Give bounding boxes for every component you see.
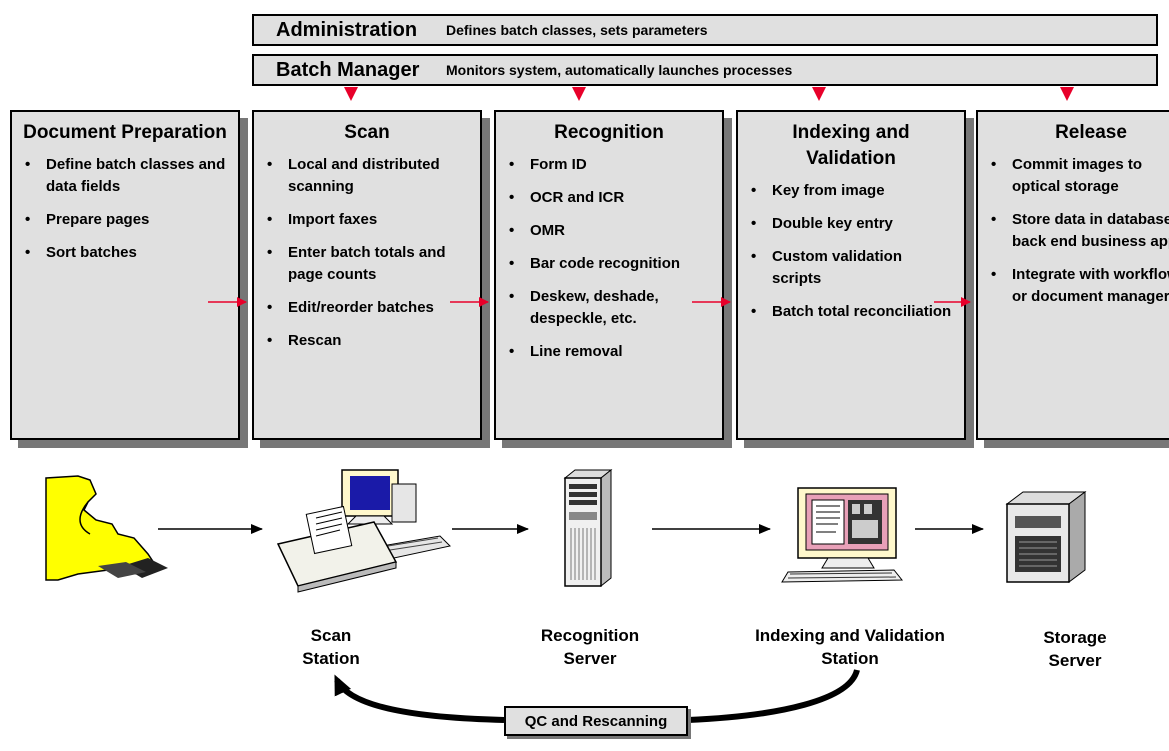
batch-manager-title: Batch Manager: [276, 58, 420, 81]
stage-item: •Double key entry: [748, 213, 954, 235]
bullet-icon: •: [509, 222, 515, 239]
red-down-arrow-recognition: [572, 87, 586, 101]
bullet-icon: •: [509, 189, 515, 206]
stage-item: •Local and distributed scanning: [267, 156, 440, 195]
bullet-icon: •: [267, 244, 273, 261]
bullet-icon: •: [751, 215, 757, 232]
stage-release: Release •Commit images to optical storag…: [976, 110, 1169, 440]
bullet-icon: •: [751, 303, 757, 320]
stage-item: •Enter batch totals and page counts: [267, 244, 446, 283]
administration-title: Administration: [276, 18, 418, 41]
bullet-icon: •: [267, 211, 273, 228]
workstation-icon: [781, 487, 904, 583]
bullet-icon: •: [25, 244, 31, 261]
stage-item: •Form ID: [506, 154, 712, 176]
bullet-icon: •: [509, 288, 515, 305]
stage-item: •OCR and ICR: [506, 187, 712, 209]
red-down-arrow-release: [1060, 87, 1074, 101]
bullet-icon: •: [991, 156, 997, 173]
administration-description: Defines batch classes, sets parameters: [446, 22, 708, 38]
stage-item: •Prepare pages: [22, 209, 228, 231]
bullet-icon: •: [751, 182, 757, 199]
bullet-icon: •: [25, 211, 31, 228]
person-sorting-icon: [45, 475, 168, 581]
stage-item: •OMR: [506, 220, 712, 242]
stage-item: •Rescan: [264, 330, 470, 352]
red-down-arrow-indexing: [812, 87, 826, 101]
scanner-workstation-icon: [276, 469, 452, 593]
stage-title: Release: [1055, 122, 1127, 143]
red-down-arrow-scan: [344, 87, 358, 101]
bullet-icon: •: [509, 343, 515, 360]
stage-item: •Define batch classes and data fields: [25, 156, 226, 195]
bullet-icon: •: [267, 299, 273, 316]
bullet-icon: •: [991, 266, 997, 283]
stage-title: Document Preparation: [23, 122, 227, 143]
bullet-icon: •: [509, 255, 515, 272]
batch-manager-description: Monitors system, automatically launches …: [446, 62, 793, 78]
administration-bar: Administration Defines batch classes, se…: [252, 14, 1158, 46]
storage-server-icon: [1005, 491, 1087, 583]
qc-feedback-curve-left: [334, 674, 505, 723]
stage-item: •Bar code recognition: [506, 253, 712, 275]
stage-title: Indexing and Validation: [792, 122, 910, 169]
qc-rescanning-label: QC and Rescanning: [504, 706, 688, 736]
bullet-icon: •: [267, 156, 273, 173]
stage-recognition: Recognition •Form ID •OCR and ICR •OMR •…: [494, 110, 724, 440]
bullet-icon: •: [991, 211, 997, 228]
stage-item: •Edit/reorder batches: [264, 297, 470, 319]
bullet-icon: •: [267, 332, 273, 349]
bullet-icon: •: [509, 156, 515, 173]
batch-manager-bar: Batch Manager Monitors system, automatic…: [252, 54, 1158, 86]
qc-feedback-curve-right: [687, 668, 860, 723]
stage-item: •Deskew, deshade, despeckle, etc.: [509, 288, 659, 327]
stage-document-preparation: Document Preparation •Define batch class…: [10, 110, 240, 440]
stage-item: •Sort batches: [22, 242, 228, 264]
bullet-icon: •: [25, 156, 31, 173]
stage-scan: Scan •Local and distributed scanning •Im…: [252, 110, 482, 440]
stage-item: •Key from image: [748, 180, 954, 202]
stage-item: •Store data in database or back end busi…: [991, 211, 1169, 250]
stage-item: •Custom validation scripts: [751, 248, 903, 287]
stage-item: •Import faxes: [264, 209, 470, 231]
stage-item: •Line removal: [506, 341, 712, 363]
bullet-icon: •: [751, 248, 757, 265]
stage-item: •Batch total reconciliation: [748, 301, 954, 323]
stage-item: •Integrate with workflow or document man…: [991, 266, 1169, 305]
stage-title: Recognition: [554, 122, 664, 143]
stage-indexing-validation: Indexing and Validation •Key from image …: [736, 110, 966, 440]
server-tower-icon: [563, 468, 613, 588]
stage-item: •Commit images to optical storage: [991, 156, 1143, 195]
stage-title: Scan: [344, 122, 390, 143]
